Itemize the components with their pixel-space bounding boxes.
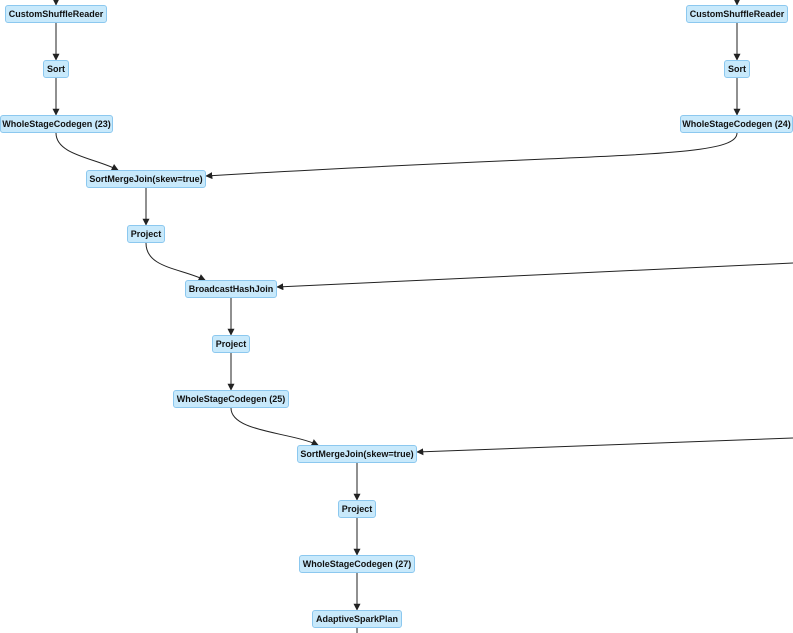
node-sort-left[interactable]: Sort (43, 60, 69, 78)
node-wholestagecodegen-23[interactable]: WholeStageCodegen (23) (0, 115, 113, 133)
node-wholestagecodegen-24[interactable]: WholeStageCodegen (24) (680, 115, 793, 133)
edge-wsc23-to-smj1 (55, 132, 119, 171)
node-sort-merge-join-1[interactable]: SortMergeJoin(skew=true) (86, 170, 206, 188)
node-project-1[interactable]: Project (127, 225, 165, 243)
edge-offscreen-to-smj2 (416, 437, 793, 456)
edge-offscreen-to-bhj (276, 262, 793, 291)
node-custom-shuffle-reader-left[interactable]: CustomShuffleReader (5, 5, 107, 23)
edge-wsc24-to-smj1 (205, 132, 738, 180)
node-sort-right[interactable]: Sort (724, 60, 750, 78)
node-wholestagecodegen-27[interactable]: WholeStageCodegen (27) (299, 555, 415, 573)
node-project-2[interactable]: Project (212, 335, 250, 353)
node-adaptive-spark-plan[interactable]: AdaptiveSparkPlan (312, 610, 402, 628)
node-wholestagecodegen-25[interactable]: WholeStageCodegen (25) (173, 390, 289, 408)
node-broadcast-hash-join[interactable]: BroadcastHashJoin (185, 280, 277, 298)
edge-wsc25-to-smj2 (230, 407, 319, 446)
node-sort-merge-join-2[interactable]: SortMergeJoin(skew=true) (297, 445, 417, 463)
edge-project1-to-bhj (145, 242, 206, 281)
node-project-3[interactable]: Project (338, 500, 376, 518)
node-custom-shuffle-reader-right[interactable]: CustomShuffleReader (686, 5, 788, 23)
